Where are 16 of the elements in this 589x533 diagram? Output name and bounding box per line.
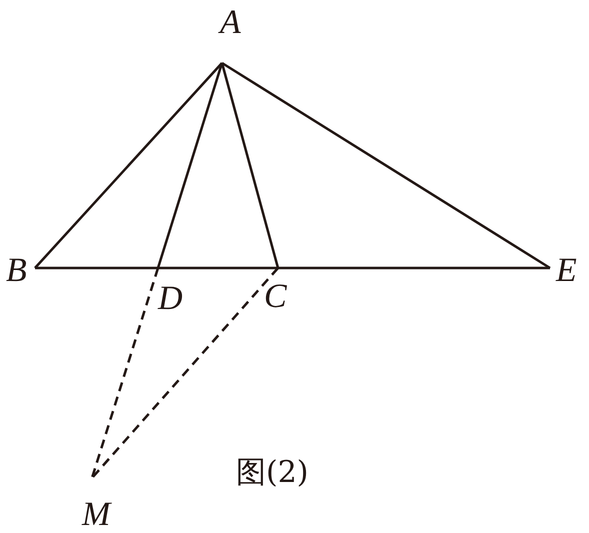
dashed-line <box>91 267 279 479</box>
line-segment <box>35 266 158 270</box>
point-label: E <box>556 254 577 288</box>
point-label: M <box>82 498 110 532</box>
dashed-line <box>90 268 160 478</box>
point-label: D <box>158 282 183 316</box>
line-segment <box>221 62 551 270</box>
line-segment <box>156 62 224 268</box>
point-label: B <box>6 254 27 288</box>
line-segment <box>278 266 550 270</box>
point-label: C <box>264 280 287 314</box>
line-segment <box>158 266 278 270</box>
line-segment <box>34 62 223 269</box>
line-segment <box>220 62 280 268</box>
figure-caption: 图(2) <box>236 458 308 488</box>
point-label: A <box>220 6 241 40</box>
